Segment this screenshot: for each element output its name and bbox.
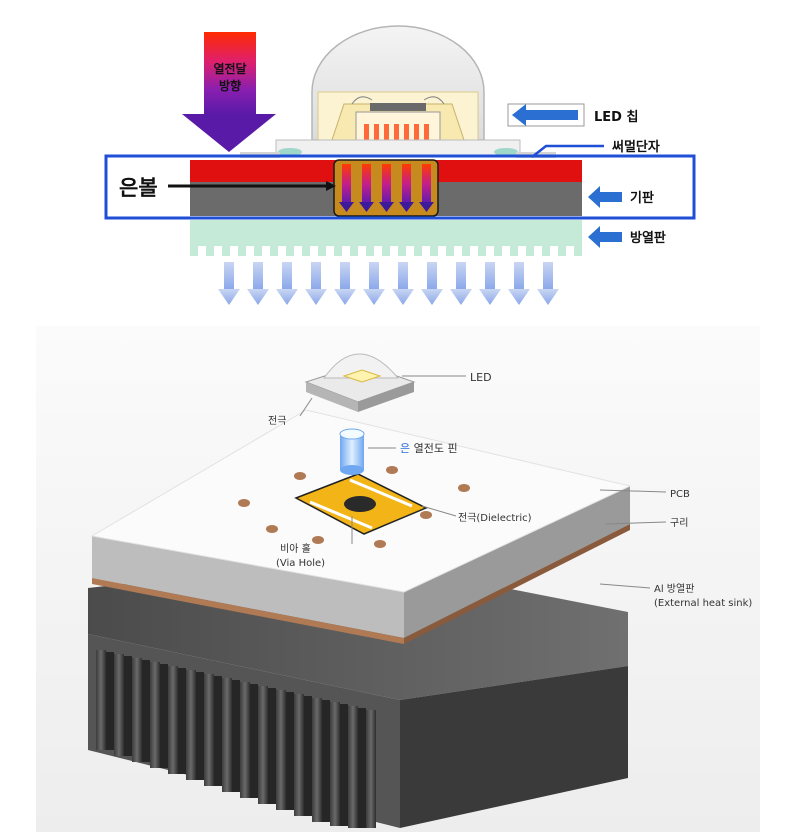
isometric-illustration: LED 전극 은 열전도 핀 PCB 구리 전극(Dielectric) 비아 … <box>36 326 760 832</box>
thermal-terminal-label: 써멀단자 <box>612 139 660 155</box>
heat-direction-arrow <box>182 32 276 152</box>
led-label: LED <box>470 371 492 384</box>
heatsink-callout-arrow <box>588 226 622 248</box>
cross-section-diagram: 열전달 방향 <box>104 25 696 305</box>
pin-label: 은 열전도 핀 <box>400 442 458 455</box>
silver-ball-label: 은볼 <box>119 176 158 200</box>
substrate-highlight-box <box>104 154 696 220</box>
copper-label: 구리 <box>670 517 688 529</box>
led-chip-label: LED 칩 <box>594 109 638 125</box>
heat-sink-label: 방열판 <box>630 230 666 246</box>
downward-heat-arrows <box>218 262 559 305</box>
al-heatsink-label-2: (External heat sink) <box>654 598 752 609</box>
chip-heat-stripes <box>364 124 429 140</box>
pcb-label: PCB <box>670 489 690 500</box>
pin-label-rest: 열전도 핀 <box>410 442 457 455</box>
substrate-callout-arrow <box>588 186 622 208</box>
dielectric-label: 전극(Dielectric) <box>458 512 532 524</box>
thermal-pin <box>339 428 365 475</box>
top-heat-sink <box>190 220 582 256</box>
heat-direction-label-2: 방향 <box>219 78 241 93</box>
led-package <box>304 353 416 412</box>
electrode-label: 전극 <box>268 415 286 427</box>
pin-label-prefix: 은 <box>400 442 410 455</box>
via-hole-label-2: (Via Hole) <box>276 558 325 569</box>
al-heatsink-label-1: Al 방열판 <box>654 583 694 595</box>
copper-vias <box>238 466 470 548</box>
dielectric-pad <box>294 473 428 535</box>
via-hole-label-1: 비아 홀 <box>280 542 311 555</box>
leader-lines <box>299 375 667 589</box>
silver-ball-column <box>333 159 439 217</box>
substrate-label: 기판 <box>630 190 654 206</box>
led-chip-callout <box>507 103 585 127</box>
thermal-terminal-leader <box>531 144 604 158</box>
led-dome <box>311 25 485 141</box>
heat-direction-label-1: 열전달 <box>213 61 246 76</box>
